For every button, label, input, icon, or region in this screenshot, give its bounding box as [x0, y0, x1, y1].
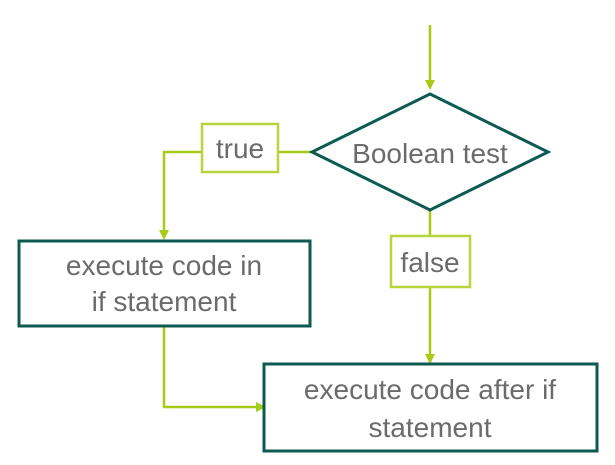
- false-label-border: [389, 234, 472, 289]
- after-if-line-2: statement: [369, 412, 492, 443]
- merge-arrow: [162, 326, 266, 412]
- if-statement-line-1: execute code in: [66, 250, 262, 281]
- decision-node: Boolean test: [308, 92, 552, 212]
- true-arrow: [159, 150, 202, 240]
- false-label: false: [400, 247, 459, 278]
- if-statement-block: execute code in if statement: [17, 239, 312, 328]
- true-label-border: [200, 122, 280, 174]
- true-label-box: true: [200, 122, 280, 174]
- true-label: true: [216, 133, 264, 164]
- after-if-box: [262, 362, 599, 453]
- after-if-line-1: execute code after if: [304, 374, 556, 405]
- decision-diamond: [308, 92, 552, 212]
- after-if-block: execute code after if statement: [262, 362, 599, 453]
- false-label-box: false: [389, 234, 472, 289]
- if-statement-line-2: if statement: [92, 286, 237, 317]
- if-statement-box: [17, 239, 312, 328]
- connectors: [159, 25, 435, 412]
- decision-label: Boolean test: [352, 138, 508, 169]
